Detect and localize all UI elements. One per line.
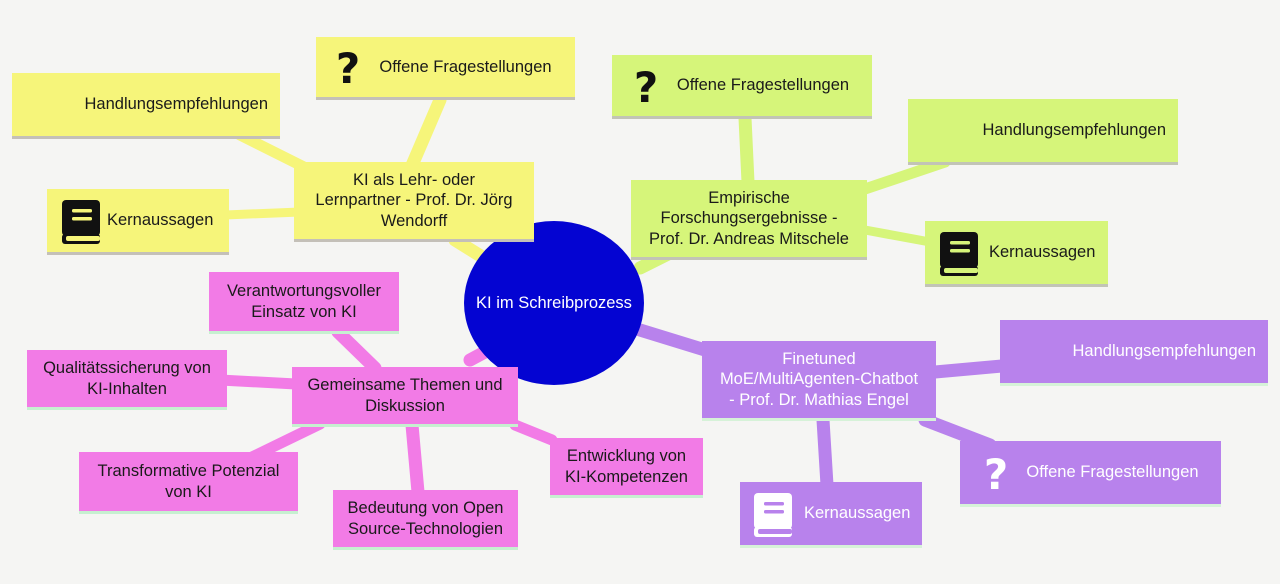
node-label: Finetuned MoE/MultiAgenten-Chatbot - Pro… bbox=[719, 349, 919, 409]
node-label: Handlungsempfehlungen bbox=[982, 121, 1166, 140]
pink-open-source[interactable]: Bedeutung von Open Source-Technologien bbox=[333, 490, 518, 550]
pink-qualitaetssicherung[interactable]: Qualitätssicherung von KI-Inhalten bbox=[27, 350, 227, 410]
node-label: KI als Lehr- oder Lernpartner - Prof. Dr… bbox=[315, 170, 513, 230]
node-label: Kernaussagen bbox=[804, 504, 911, 523]
node-label: Entwicklung von KI-Kompetenzen bbox=[565, 446, 688, 486]
pink-main-topic[interactable]: Gemeinsame Themen und Diskussion bbox=[292, 367, 518, 427]
book-icon bbox=[940, 232, 978, 276]
connector bbox=[220, 207, 305, 220]
connector bbox=[860, 225, 935, 247]
green-handlungsempfehlungen[interactable]: Handlungsempfehlungen bbox=[908, 99, 1178, 165]
pink-verantwortungsvoller-einsatz[interactable]: Verantwortungsvoller Einsatz von KI bbox=[209, 272, 399, 334]
pink-ki-kompetenzen[interactable]: Entwicklung von KI-Kompetenzen bbox=[550, 438, 703, 498]
connector bbox=[214, 374, 302, 390]
node-label: Handlungsempfehlungen bbox=[1072, 342, 1256, 361]
connector bbox=[509, 419, 558, 446]
central-topic-label: KI im Schreibprozess bbox=[476, 293, 632, 312]
connector bbox=[856, 156, 951, 196]
question-icon: ? bbox=[633, 62, 659, 112]
node-label: Kernaussagen bbox=[107, 211, 214, 230]
book-icon bbox=[754, 493, 792, 537]
green-main-topic[interactable]: Empirische Forschungsergebnisse - Prof. … bbox=[631, 180, 867, 260]
node-label: Offene Fragestellungen bbox=[676, 76, 850, 95]
purple-offene-fragestellungen[interactable]: Offene Fragestellungen bbox=[960, 441, 1221, 507]
yellow-offene-fragestellungen[interactable]: Offene Fragestellungen bbox=[316, 37, 575, 100]
node-label: Verantwortungsvoller Einsatz von KI bbox=[226, 281, 382, 321]
node-label: Transformative Potenzial von KI bbox=[97, 461, 280, 501]
node-label: Bedeutung von Open Source-Technologien bbox=[347, 498, 504, 538]
yellow-main-topic[interactable]: KI als Lehr- oder Lernpartner - Prof. Dr… bbox=[294, 162, 534, 242]
green-offene-fragestellungen[interactable]: Offene Fragestellungen bbox=[612, 55, 872, 119]
book-icon bbox=[62, 200, 100, 244]
yellow-handlungsempfehlungen[interactable]: Handlungsempfehlungen bbox=[12, 73, 280, 139]
connector bbox=[738, 111, 755, 189]
connector bbox=[331, 325, 382, 375]
purple-main-topic[interactable]: Finetuned MoE/MultiAgenten-Chatbot - Pro… bbox=[702, 341, 936, 421]
purple-handlungsempfehlungen[interactable]: Handlungsempfehlungen bbox=[1000, 320, 1268, 386]
central-topic[interactable]: KI im Schreibprozess bbox=[464, 221, 644, 385]
connector bbox=[918, 413, 997, 452]
connector bbox=[928, 359, 1009, 379]
question-icon: ? bbox=[983, 449, 1009, 499]
node-label: Gemeinsame Themen und Diskussion bbox=[307, 375, 503, 415]
node-label: Qualitätssicherung von KI-Inhalten bbox=[43, 358, 211, 398]
node-label: Handlungsempfehlungen bbox=[84, 95, 268, 114]
node-label: Offene Fragestellungen bbox=[379, 57, 552, 76]
connector bbox=[405, 418, 425, 499]
question-icon: ? bbox=[335, 43, 361, 93]
pink-transformative-potenzial[interactable]: Transformative Potenzial von KI bbox=[79, 452, 298, 514]
connector bbox=[816, 413, 834, 492]
node-label: Offene Fragestellungen bbox=[1026, 463, 1199, 482]
connector bbox=[403, 93, 447, 177]
node-label: Empirische Forschungsergebnisse - Prof. … bbox=[649, 188, 849, 248]
node-label: Kernaussagen bbox=[989, 243, 1096, 262]
connector bbox=[633, 323, 712, 357]
